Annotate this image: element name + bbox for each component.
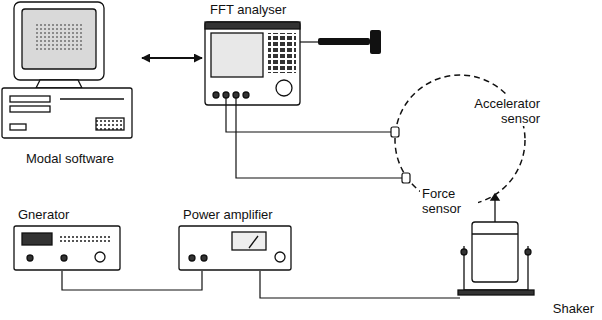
hammer-head xyxy=(370,30,381,54)
sensor-wires xyxy=(226,42,403,178)
signal-wire xyxy=(62,271,202,290)
power-amplifier xyxy=(179,226,291,270)
monitor-screen xyxy=(22,9,96,69)
generator-keys xyxy=(60,234,110,242)
device-label: Gnerator xyxy=(16,207,71,222)
analyser-screen xyxy=(211,33,263,77)
sensor-label: Force sensor xyxy=(420,186,478,216)
case-vent xyxy=(96,118,124,130)
generator-display xyxy=(22,233,52,245)
device-label: Modal software xyxy=(24,151,116,166)
device-node: Shaker xyxy=(460,192,598,317)
generator-socket xyxy=(27,255,33,261)
trunnion-pivot xyxy=(525,249,531,255)
input-socket xyxy=(243,92,249,98)
device-label: Shaker xyxy=(551,301,596,316)
monitor xyxy=(14,2,104,80)
computer xyxy=(2,2,132,138)
accelerometer xyxy=(391,127,399,137)
amplifier-meter xyxy=(232,232,266,250)
device-node: Gnerator xyxy=(10,207,124,271)
device-node: FFT analyser xyxy=(200,2,306,106)
generator xyxy=(14,226,120,270)
shaker-base xyxy=(458,290,534,295)
input-socket xyxy=(233,92,239,98)
data-link-arrow xyxy=(142,57,202,59)
generator-knob xyxy=(95,252,105,262)
case-line xyxy=(60,98,124,99)
generator-case xyxy=(14,226,120,270)
amplifier-knob xyxy=(275,252,285,262)
amplifier-case xyxy=(179,226,291,270)
fft-analyser xyxy=(205,22,300,105)
screen-content xyxy=(34,22,84,52)
shaker-body xyxy=(472,222,518,282)
analyser-knob xyxy=(276,80,292,96)
accelerometer-cable xyxy=(226,98,392,132)
hammer-cable xyxy=(300,41,318,42)
sensors xyxy=(391,127,410,183)
trunnion-pivot xyxy=(461,249,467,255)
device-label: Power amplifier xyxy=(181,207,275,222)
input-socket xyxy=(213,92,219,98)
force-sensor-cable xyxy=(236,98,403,178)
signal-wire xyxy=(260,271,460,298)
analyser-top-band xyxy=(205,22,300,29)
analyser-keypad xyxy=(268,33,296,73)
shaker-band xyxy=(472,233,518,234)
device-label: FFT analyser xyxy=(208,2,288,17)
sensor-label: Accelerator sensor xyxy=(442,96,542,126)
power-button xyxy=(10,124,26,130)
stinger-tip xyxy=(491,194,499,200)
impact-hammer xyxy=(318,30,381,54)
amplifier-socket xyxy=(201,255,207,261)
computer-case xyxy=(2,88,132,138)
generator-socket xyxy=(61,255,67,261)
monitor-stand xyxy=(36,80,82,88)
device-node: Power amplifier xyxy=(175,207,295,271)
analyser-case xyxy=(205,22,300,105)
drive-slot xyxy=(10,106,50,112)
drive-slot xyxy=(10,96,50,102)
force-sensor xyxy=(402,173,410,183)
meter-needle xyxy=(249,236,258,248)
amplifier-socket xyxy=(189,255,195,261)
device-node: Modal software xyxy=(0,0,140,168)
input-socket xyxy=(223,92,229,98)
hammer-handle xyxy=(318,38,370,45)
